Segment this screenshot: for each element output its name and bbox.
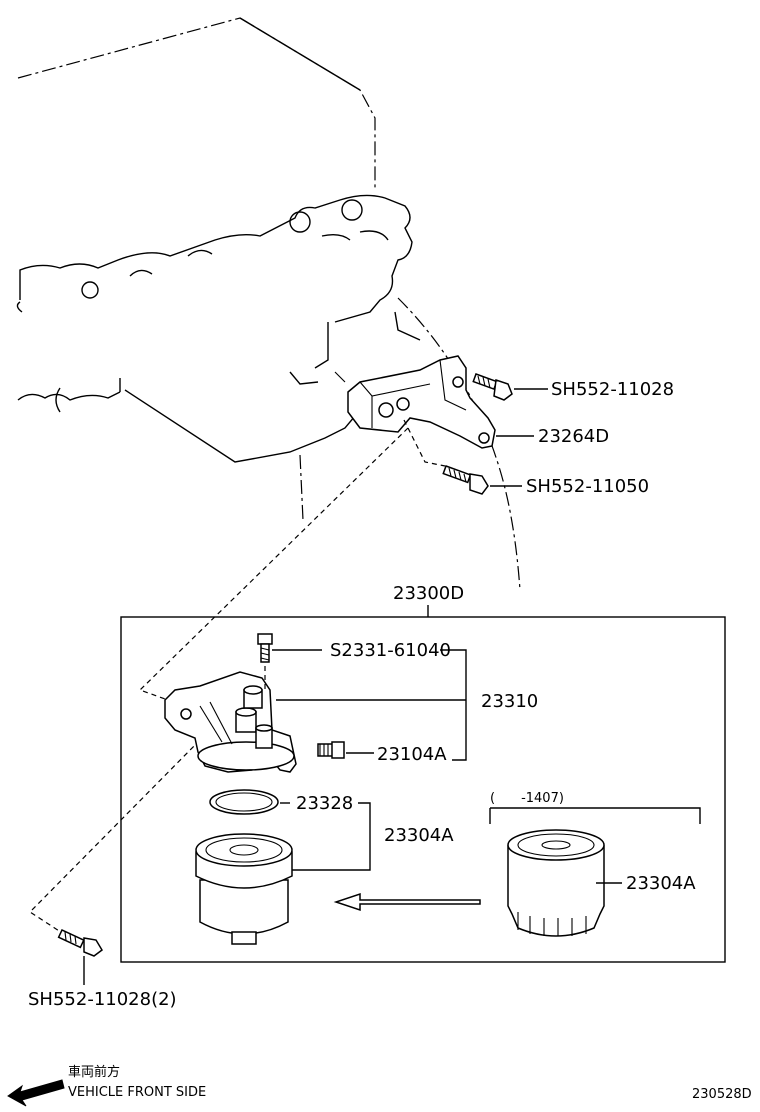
filter-head <box>164 671 297 773</box>
label-bolt-mid: SH552-11050 <box>526 476 649 497</box>
label-body: 23310 <box>481 691 538 712</box>
label-oring: 23328 <box>296 793 353 814</box>
label-bracket: 23264D <box>538 426 609 447</box>
plug-icon <box>317 741 345 759</box>
diagram-code: 230528D <box>692 1087 752 1102</box>
label-bolt-top: SH552-11028 <box>551 379 674 400</box>
bolt-top-icon <box>472 373 513 401</box>
label-filter-left: 23304A <box>384 825 454 846</box>
bracket-23264D <box>347 355 496 449</box>
label-screw: S2331-61040 <box>330 640 451 661</box>
label-plug: 23104A <box>377 744 447 765</box>
label-filter-right: 23304A <box>626 873 696 894</box>
assembly-box <box>120 616 726 963</box>
direction-jp: 車両前方 <box>68 1064 120 1080</box>
direction-en: VEHICLE FRONT SIDE <box>68 1085 206 1100</box>
label-range-note: ( -1407) <box>490 791 564 806</box>
label-bolt-bottom: SH552-11028(2) <box>28 989 177 1010</box>
bolt-mid-icon <box>442 465 489 495</box>
filter-right-icon <box>507 829 605 937</box>
supersession-arrow <box>333 892 481 912</box>
front-arrow-icon <box>7 1079 65 1107</box>
oring-icon <box>209 789 279 815</box>
bolt-bottom-icon <box>57 929 103 957</box>
engine-block <box>16 17 521 591</box>
filter-left-icon <box>195 833 293 945</box>
label-assembly: 23300D <box>393 583 464 604</box>
screw-icon <box>257 633 273 663</box>
